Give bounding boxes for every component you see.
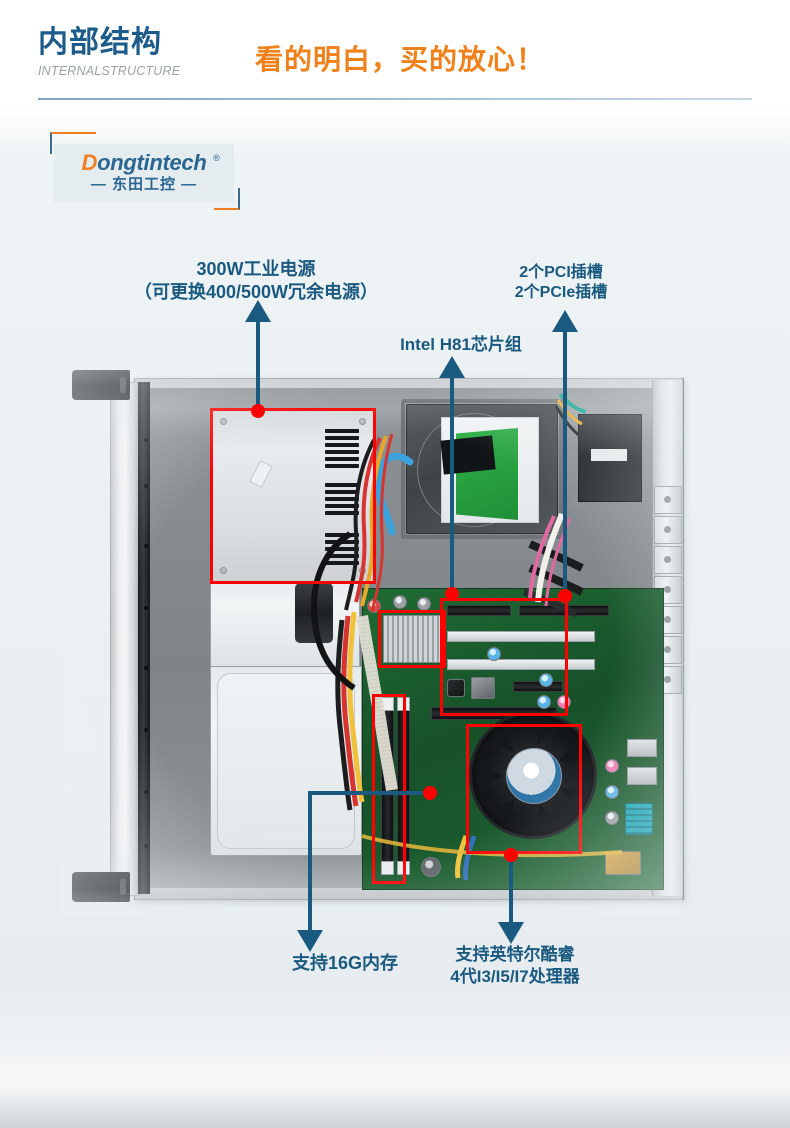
logo-wordmark-rest: ongtintech	[97, 150, 207, 175]
logo-plate: Dongtintech ® — 东田工控 —	[54, 144, 234, 202]
highlight-pci-slots	[440, 598, 568, 716]
logo-corner-top-accent	[62, 132, 96, 134]
page-header: 内部结构 INTERNALSTRUCTURE 看的明白，买的放心！	[0, 0, 790, 105]
highlight-cpu-cooler	[466, 724, 582, 854]
leader-arrow-cpu	[498, 922, 524, 944]
highlight-power-supply	[210, 408, 376, 584]
highlight-chipset	[378, 610, 446, 668]
header-divider	[38, 98, 752, 100]
annotation-chipset: Intel H81芯片组	[400, 335, 522, 354]
logo-wordmark: Dongtintech ®	[81, 150, 219, 175]
logo-chinese-name: — 东田工控 —	[90, 176, 198, 193]
annotation-memory: 支持16G内存	[291, 953, 399, 973]
page-subtitle: INTERNALSTRUCTURE	[38, 64, 181, 78]
title-block: 内部结构 INTERNALSTRUCTURE	[38, 26, 180, 78]
logo-corner-bottom-right	[214, 188, 240, 210]
leader-arrow-pci-slots	[552, 310, 578, 332]
marketing-tagline: 看的明白，买的放心！	[255, 44, 546, 75]
brand-logo: Dongtintech ® — 东田工控 —	[50, 132, 240, 210]
annotation-power-supply: 300W工业电源 （可更换400/500W冗余电源）	[133, 259, 379, 303]
annotation-pci-slots: 2个PCI插槽 2个PCIe插槽	[514, 264, 608, 302]
highlight-memory-slots	[372, 694, 406, 884]
annotation-cpu: 支持英特尔酷睿 4代I3/I5/I7处理器	[450, 945, 580, 986]
logo-initial: D	[81, 150, 98, 175]
page-title: 内部结构	[38, 26, 162, 59]
leader-arrow-memory	[297, 930, 323, 952]
product-photo	[62, 366, 684, 916]
registered-trademark-icon: ®	[213, 153, 220, 163]
